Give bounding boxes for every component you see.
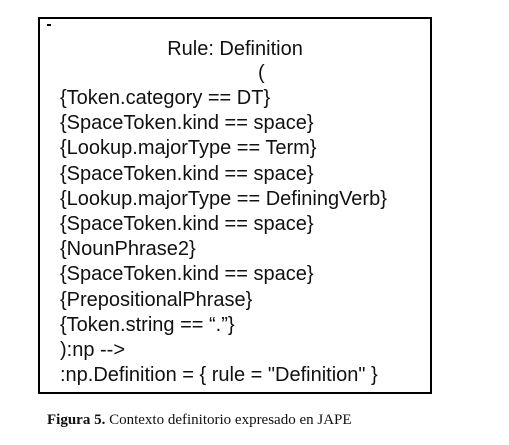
rule-line: ):np --> bbox=[60, 339, 126, 362]
rule-line: {NounPhrase2} bbox=[60, 238, 196, 261]
rule-title: Rule: Definition bbox=[167, 38, 303, 60]
rule-line: {SpaceToken.kind == space} bbox=[60, 112, 314, 135]
rule-line: {PrepositionalPhrase} bbox=[60, 288, 253, 311]
rule-line: {Lookup.majorType == DefiningVerb} bbox=[60, 187, 387, 210]
open-paren: ( bbox=[258, 62, 265, 84]
rule-body: {Token.category == DT} {SpaceToken.kind … bbox=[60, 86, 387, 388]
rule-line: {Lookup.majorType == Term} bbox=[60, 137, 317, 160]
caption-label: Figura 5. bbox=[47, 412, 106, 428]
rule-line: {SpaceToken.kind == space} bbox=[60, 213, 314, 236]
figure-caption: Figura 5. Contexto definitorio expresado… bbox=[47, 410, 352, 430]
rule-line: {SpaceToken.kind == space} bbox=[60, 162, 314, 185]
rule-line: {Token.category == DT} bbox=[60, 87, 271, 109]
rule-line: {Token.string == “.”} bbox=[60, 313, 235, 336]
rule-line: {SpaceToken.kind == space} bbox=[60, 263, 314, 286]
figure-frame bbox=[38, 17, 432, 394]
corner-mark bbox=[47, 24, 51, 26]
caption-text: Contexto definitorio expresado en JAPE bbox=[109, 412, 352, 428]
rule-line: :np.Definition = { rule = "Definition" } bbox=[60, 364, 378, 387]
